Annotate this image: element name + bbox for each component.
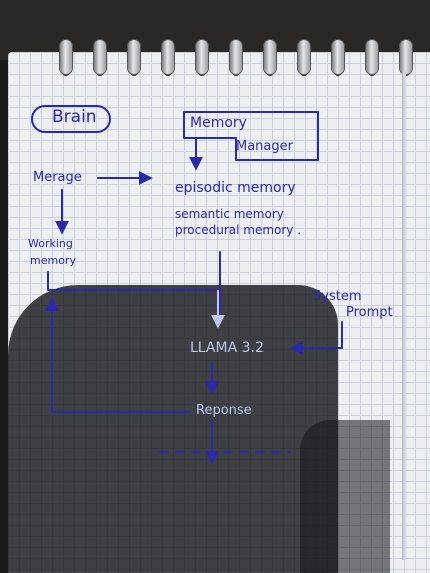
- llama-model-label: LLAMA 3.2: [190, 340, 264, 356]
- response-label: Reponse: [196, 403, 252, 418]
- feedback-loop-line: [45, 297, 191, 413]
- system-prompt-label-line1: System: [313, 289, 362, 304]
- spiral-ring: [400, 40, 412, 74]
- spiral-ring: [196, 40, 208, 74]
- spiral-ring: [162, 40, 174, 74]
- spiral-ring: [332, 40, 344, 74]
- spiral-ring: [264, 40, 276, 74]
- episodic-memory-label: episodic memory: [175, 180, 296, 196]
- memory-manager-label-line2: Manager: [236, 139, 293, 154]
- system-prompt-arrow: [289, 321, 343, 355]
- spiral-ring: [60, 40, 72, 74]
- hand-shadow: [300, 420, 390, 573]
- working-memory-label-line2: memory: [30, 254, 76, 267]
- brain-oval: [31, 105, 111, 133]
- semantic-memory-label: semantic memory: [175, 207, 284, 221]
- hand-shadow: [8, 285, 338, 573]
- brain-label: Brain: [52, 107, 97, 127]
- memory-manager-label-line1: Memory: [190, 115, 247, 131]
- working-memory-label-line1: Working: [28, 237, 73, 250]
- memory-manager-box: [183, 111, 319, 161]
- procedural-memory-label: procedural memory .: [175, 223, 302, 237]
- spiral-ring: [94, 40, 106, 74]
- spiral-ring: [230, 40, 242, 74]
- spiral-ring: [366, 40, 378, 74]
- spiral-ring: [298, 40, 310, 74]
- merge-label: Merage: [33, 170, 82, 185]
- page-edge: [402, 70, 406, 560]
- working-memory-line: [47, 271, 219, 291]
- spiral-ring: [128, 40, 140, 74]
- system-prompt-label-line2: Prompt: [346, 305, 393, 320]
